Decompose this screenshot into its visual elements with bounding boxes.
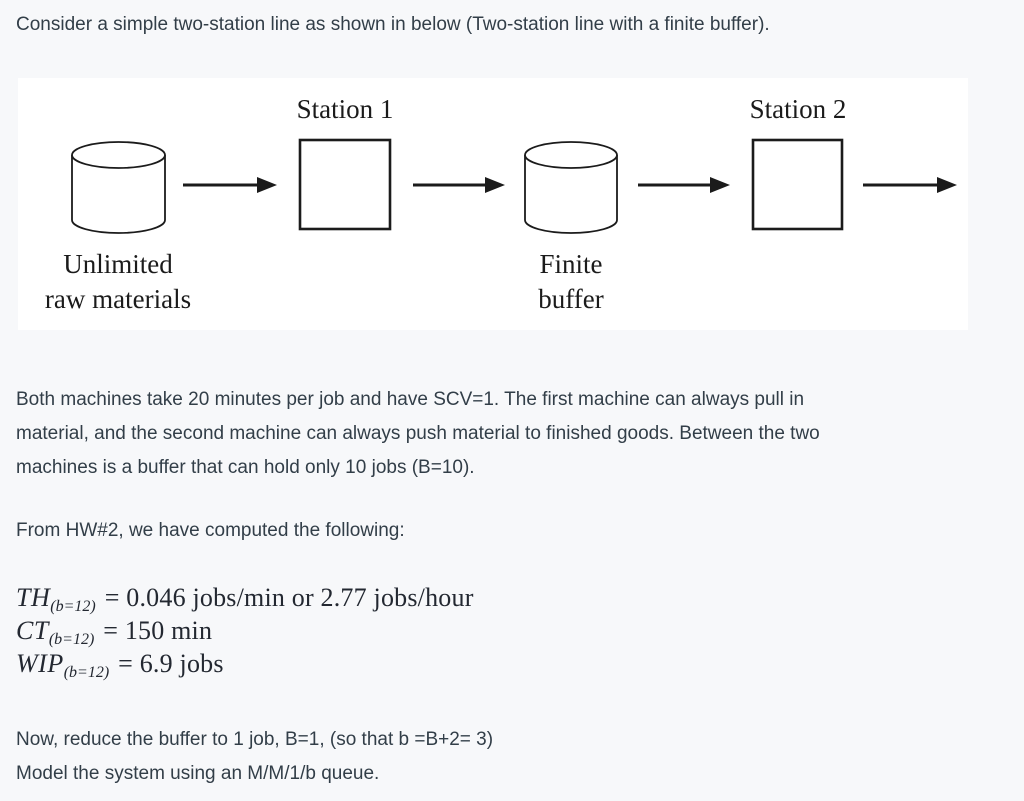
paragraph-line-3: machines is a buffer that can hold only … xyxy=(16,457,475,478)
wip-value: = 6.9 jobs xyxy=(118,649,224,678)
wip-subscript: (b=12) xyxy=(63,664,110,681)
finite-buffer-label-line1: Finite xyxy=(539,249,602,279)
flow-arrow-4 xyxy=(863,177,957,193)
flow-arrow-3 xyxy=(638,177,730,193)
from-hw2-line: From HW#2, we have computed the followin… xyxy=(16,520,405,541)
th-value: = 0.046 jobs/min or 2.77 jobs/hour xyxy=(104,583,474,612)
ct-subscript: (b=12) xyxy=(48,631,95,648)
finite-buffer-cylinder xyxy=(524,141,618,234)
model-system-line: Model the system using an M/M/1/b queue. xyxy=(16,763,380,784)
computed-results-block: TH(b=12)= 0.046 jobs/min or 2.77 jobs/ho… xyxy=(16,581,1009,681)
math-line-ct: CT(b=12) = 150 min xyxy=(16,614,1009,648)
reduce-buffer-line: Now, reduce the buffer to 1 job, B=1, (s… xyxy=(16,729,494,750)
th-variable: TH xyxy=(16,583,51,612)
ct-value: = 150 min xyxy=(103,616,213,645)
problem-page: Consider a simple two-station line as sh… xyxy=(16,14,1009,784)
flow-diagram: Station 1 Station 2 xyxy=(45,94,957,314)
raw-materials-label-line2: raw materials xyxy=(45,284,191,314)
math-line-th: TH(b=12) = 0.046 jobs/min or 2.77 jobs/ho… xyxy=(16,581,1009,615)
paragraph-line-1: Both machines take 20 minutes per job an… xyxy=(16,389,805,410)
problem-paragraph: Both machines take 20 minutes per job an… xyxy=(16,383,1009,485)
station1-label: Station 1 xyxy=(297,94,394,124)
station1-box xyxy=(298,138,392,231)
ct-variable: CT xyxy=(16,616,49,645)
flow-arrow-1 xyxy=(183,177,277,193)
intro-text: Consider a simple two-station line as sh… xyxy=(16,14,770,35)
wip-variable: WIP xyxy=(16,649,64,678)
math-line-wip: WIP(b=12) = 6.9 jobs xyxy=(16,647,1009,681)
raw-materials-cylinder xyxy=(71,141,166,234)
diagram-panel: Station 1 Station 2 xyxy=(18,78,968,330)
th-subscript: (b=12) xyxy=(50,598,96,615)
paragraph-line-2: material, and the second machine can alw… xyxy=(16,423,820,444)
flow-arrow-2 xyxy=(413,177,505,193)
finite-buffer-label-line2: buffer xyxy=(538,284,603,314)
station2-box xyxy=(751,138,844,231)
station2-label: Station 2 xyxy=(750,94,847,124)
raw-materials-label-line1: Unlimited xyxy=(63,249,173,279)
